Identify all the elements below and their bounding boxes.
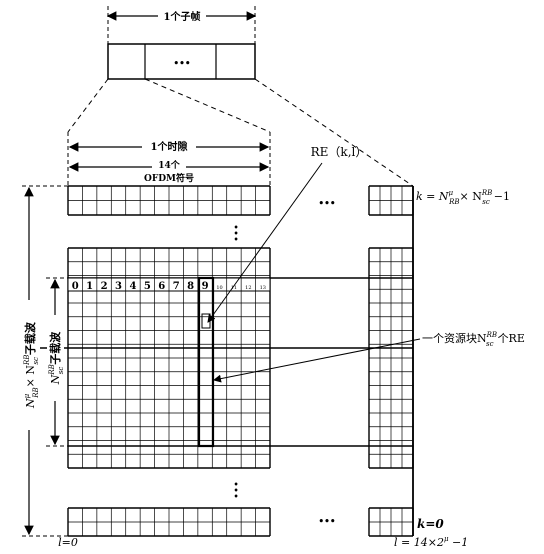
- zoom-line-left: [67, 78, 109, 133]
- dots-vertical-top: • • •: [233, 222, 238, 244]
- symbol-index-1: 1: [86, 281, 93, 292]
- resource-block-column-highlight: [197, 276, 215, 448]
- slot-annotation: 1个时隙 14个 OFDM符号: [67, 132, 271, 186]
- slot-label: 1个时隙: [151, 140, 188, 153]
- subframe-label: 1个子帧: [164, 10, 201, 23]
- svg-text:•: •: [233, 222, 238, 232]
- subframe-label-bg: [158, 9, 206, 23]
- symbols-count-label: 14个: [158, 159, 181, 171]
- symbol-index-4: 4: [129, 281, 136, 292]
- slot-label-bg: [142, 139, 196, 154]
- zoom-line-right: [254, 78, 414, 187]
- dots-vertical-bottom: • • •: [233, 479, 238, 501]
- symbol-index-3: 3: [115, 281, 122, 292]
- re-pointer-arrow: [207, 162, 323, 323]
- re-label: RE（k,l）: [311, 145, 368, 159]
- symbol-index-5: 5: [144, 281, 151, 292]
- symbol-index-10: 10: [216, 285, 222, 291]
- svg-text:•: •: [233, 485, 238, 495]
- symbol-index-6: 6: [158, 281, 165, 292]
- symbol-index-11: 11: [231, 285, 237, 291]
- symbol-index-9: 9: [202, 281, 209, 292]
- svg-text:•: •: [233, 491, 238, 501]
- svg-text:•: •: [233, 479, 238, 489]
- l-right-label: l = 14×2μ −1: [394, 535, 468, 549]
- svg-text:•: •: [233, 234, 238, 244]
- outer-subcarrier-label: NμRB× NRBsc子载波: [23, 321, 40, 409]
- resource-block-pointer-arrow: [213, 338, 421, 383]
- resource-grids: [20, 185, 414, 537]
- svg-text:•: •: [233, 228, 238, 238]
- symbol-index-0: 0: [72, 281, 79, 292]
- grid-right-middle-block: [368, 247, 414, 469]
- symbol-index-8: 8: [187, 281, 194, 292]
- grid-right-top-block: [368, 185, 414, 216]
- symbol-index-2: 2: [101, 281, 108, 292]
- outer-subcarrier-span: NμRB× NRBsc子载波: [20, 185, 68, 537]
- dots-top-right: •••: [318, 199, 335, 209]
- symbols-name-label: OFDM符号: [144, 172, 194, 184]
- symbol-index-13: 13: [260, 285, 266, 291]
- symbol-index-12: 12: [245, 285, 251, 291]
- zoom-line-mid: [144, 78, 271, 133]
- grid-bottom-block: [67, 507, 271, 537]
- inner-subcarrier-span: NRBsc子载波: [46, 277, 68, 447]
- subframe-diagram: 1个子帧 •••: [67, 6, 414, 187]
- subframe-ellipsis: •••: [173, 59, 190, 69]
- grid-top-block: [67, 185, 271, 216]
- k-bottom-label: k=0: [417, 517, 444, 531]
- dots-bottom-right: •••: [318, 517, 335, 527]
- grid-right-bottom-block: [368, 507, 414, 537]
- symbol-index-7: 7: [173, 281, 180, 292]
- symbols-count-bg: [152, 158, 186, 171]
- l-left-label: l=0: [58, 536, 78, 549]
- subframe-box: [107, 43, 256, 80]
- inner-subcarrier-label: NRBsc子载波: [48, 331, 65, 386]
